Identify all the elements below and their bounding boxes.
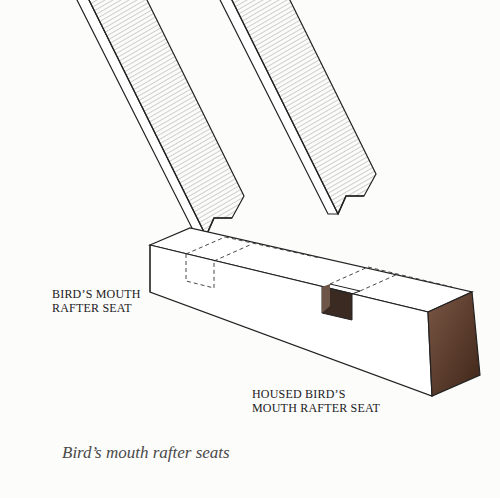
rafter <box>76 0 244 236</box>
rafter <box>208 0 376 214</box>
housed-seat <box>322 267 452 320</box>
figure-caption: Bird’s mouth rafter seats <box>62 443 230 463</box>
part-label: BIRD’S MOUTH RAFTER SEAT <box>52 287 148 315</box>
wall-plate <box>150 228 480 396</box>
seat-marking <box>186 237 320 288</box>
part-label: HOUSED BIRD’S MOUTH RAFTER SEAT <box>252 387 386 415</box>
